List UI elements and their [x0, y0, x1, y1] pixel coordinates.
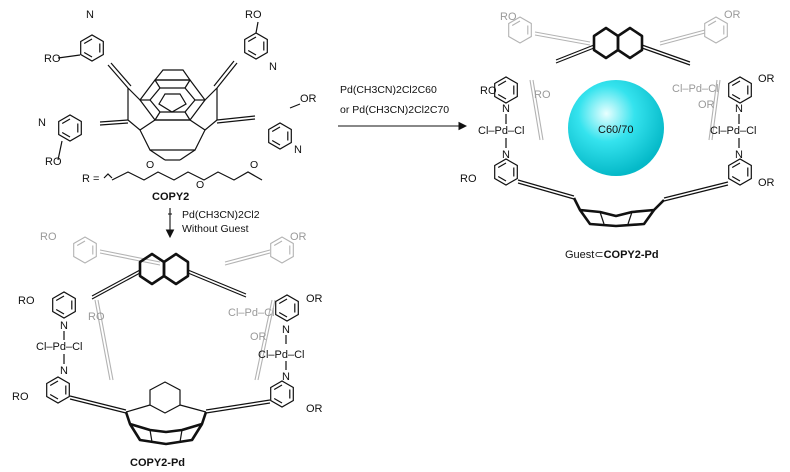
ro-label: RO	[460, 173, 477, 185]
condition-no-guest: Without Guest	[182, 223, 249, 235]
svg-text:O: O	[196, 179, 204, 191]
svg-text:Cl–Pd–Cl: Cl–Pd–Cl	[672, 83, 718, 95]
reagent-pd: Pd(CH3CN)2Cl2	[182, 209, 260, 221]
n-label: N	[269, 61, 277, 73]
ro-label: RO	[18, 295, 35, 307]
or-label: OR	[306, 293, 323, 305]
svg-text:O: O	[250, 159, 258, 171]
n-label: N	[502, 103, 510, 115]
r-definition-label: R =	[82, 173, 99, 185]
svg-text:RO: RO	[534, 89, 551, 101]
back-cage: RO OR RO OR Cl–Pd–Cl	[40, 231, 307, 381]
n-label: N	[502, 149, 510, 161]
ro-label: RO	[245, 9, 262, 21]
n-label: N	[282, 324, 290, 336]
fullerene-guest	[568, 80, 664, 176]
svg-text:Cl–Pd–Cl: Cl–Pd–Cl	[228, 307, 274, 319]
reaction-arrow-empty: Pd(CH3CN)2Cl2 Without Guest	[165, 208, 260, 239]
pd-unit-right: Cl–Pd–Cl	[258, 349, 305, 361]
reagent-c60: Pd(CH3CN)2Cl2C60	[340, 84, 437, 96]
svg-text:RO: RO	[500, 11, 517, 23]
n-label: N	[294, 144, 302, 156]
empty-complex: RO OR RO OR Cl–Pd–Cl RO OR N Cl–Pd–Cl N …	[12, 231, 323, 469]
guest-complex: RO OR RO OR Cl–Pd–Cl RO OR N Cl–Pd–Cl N …	[460, 9, 775, 261]
reaction-arrow-guest: Pd(CH3CN)2Cl2C60 or Pd(CH3CN)2Cl2C70	[338, 84, 468, 131]
or-label: OR	[758, 73, 775, 85]
back-cage: RO OR RO OR Cl–Pd–Cl	[500, 9, 741, 141]
ro-label: RO	[12, 391, 29, 403]
compound-label-empty-complex: COPY2-Pd	[130, 457, 185, 469]
compound-label-guest-complex: Guest⊂COPY2-Pd	[565, 249, 659, 261]
ro-label: RO	[45, 156, 62, 168]
copy2-monomer: N RO RO N N RO OR N R = O O O COPY2	[38, 9, 317, 203]
n-label: N	[60, 320, 68, 332]
n-label: N	[60, 365, 68, 377]
or-label: OR	[758, 177, 775, 189]
pd-unit-left: Cl–Pd–Cl	[36, 341, 83, 353]
pd-unit-right: Cl–Pd–Cl	[710, 125, 757, 137]
n-label: N	[86, 9, 94, 21]
corannulene-core	[127, 69, 218, 161]
svg-text:RO: RO	[88, 311, 105, 323]
ro-label: RO	[44, 53, 61, 65]
guest-label: C60/70	[598, 124, 633, 136]
n-label: N	[282, 371, 290, 383]
svg-text:OR: OR	[724, 9, 741, 21]
reagent-c70: or Pd(CH3CN)2Cl2C70	[340, 104, 449, 116]
svg-text:RO: RO	[40, 231, 57, 243]
svg-text:OR: OR	[250, 331, 267, 343]
svg-text:O: O	[146, 159, 154, 171]
svg-text:OR: OR	[698, 99, 715, 111]
pd-unit-left: Cl–Pd–Cl	[478, 125, 525, 137]
ro-label: RO	[480, 85, 497, 97]
n-label: N	[735, 103, 743, 115]
compound-label-copy2: COPY2	[152, 191, 189, 203]
or-label: OR	[300, 93, 317, 105]
n-label: N	[38, 117, 46, 129]
or-label: OR	[306, 403, 323, 415]
n-label: N	[735, 149, 743, 161]
svg-text:OR: OR	[290, 231, 307, 243]
